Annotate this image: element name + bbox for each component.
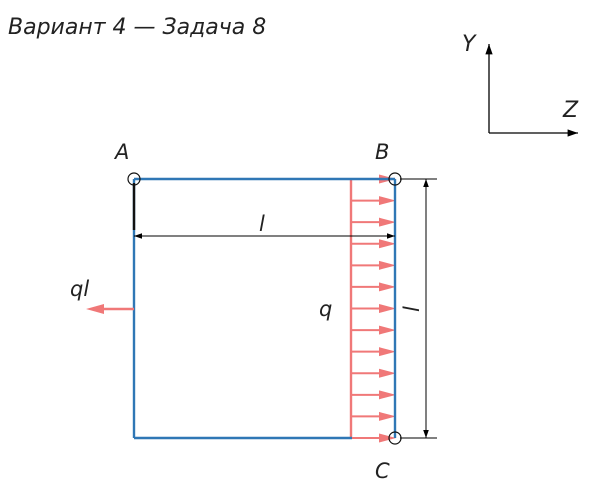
frame — [132, 177, 397, 440]
z-axis-label: Z — [562, 98, 579, 123]
load-arrow-head — [379, 196, 396, 206]
load-arrow-head — [379, 239, 396, 249]
load-arrow-head — [379, 260, 396, 270]
load-arrow-head — [379, 325, 396, 335]
dimension-vertical: l — [400, 178, 437, 439]
y-axis-label: Y — [462, 32, 477, 57]
title: Вариант 4 — Задача 8 — [8, 15, 266, 40]
load-arrow-head — [379, 217, 396, 227]
dimension-horizontal: l — [134, 212, 395, 239]
load-arrow-head — [379, 304, 396, 313]
load-arrow-head — [379, 368, 396, 378]
concentrated-load: ql — [70, 277, 134, 314]
load-arrow-head — [379, 433, 396, 443]
point-c-label: C — [375, 459, 390, 483]
distributed-load — [349, 174, 396, 443]
load-arrow-head — [379, 390, 396, 400]
axes: Y Z — [462, 32, 579, 137]
dimension-vertical-label: l — [400, 306, 424, 312]
point-b-label: B — [375, 140, 389, 164]
load-arrow-head — [379, 347, 396, 357]
concentrated-load-label: ql — [70, 277, 89, 301]
load-arrow-head — [379, 411, 396, 421]
joint-a — [127, 172, 141, 186]
concentrated-load-head — [86, 304, 104, 314]
load-arrow-head — [379, 282, 396, 292]
dimension-horizontal-label: l — [259, 212, 265, 236]
point-a-label: A — [113, 140, 129, 164]
distributed-load-label: q — [319, 297, 332, 321]
